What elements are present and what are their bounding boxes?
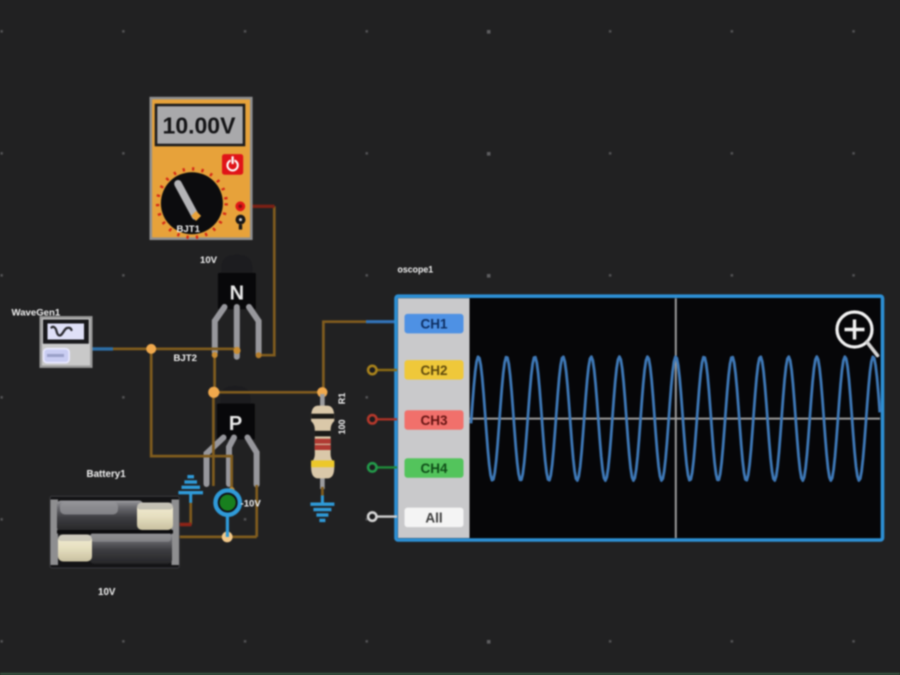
svg-text:Battery1: Battery1 — [87, 469, 127, 480]
svg-text:WaveGen1: WaveGen1 — [12, 308, 61, 319]
svg-text:10V: 10V — [200, 255, 218, 266]
svg-text:10.00V: 10.00V — [163, 113, 237, 139]
svg-text:BJT1: BJT1 — [177, 224, 201, 235]
svg-text:CH3: CH3 — [420, 413, 447, 428]
svg-text:CH1: CH1 — [420, 317, 447, 332]
svg-text:BJT2: BJT2 — [174, 353, 197, 364]
svg-text:R1: R1 — [337, 393, 347, 405]
svg-text:CH2: CH2 — [420, 363, 447, 378]
svg-text:10V: 10V — [98, 587, 116, 598]
svg-text:CH4: CH4 — [420, 461, 447, 476]
svg-text:P: P — [229, 413, 242, 435]
svg-text:N: N — [230, 283, 244, 305]
svg-text:All: All — [425, 510, 442, 525]
svg-text:oscope1: oscope1 — [398, 265, 434, 275]
svg-text:-10V: -10V — [241, 499, 262, 510]
svg-text:100: 100 — [337, 419, 347, 434]
